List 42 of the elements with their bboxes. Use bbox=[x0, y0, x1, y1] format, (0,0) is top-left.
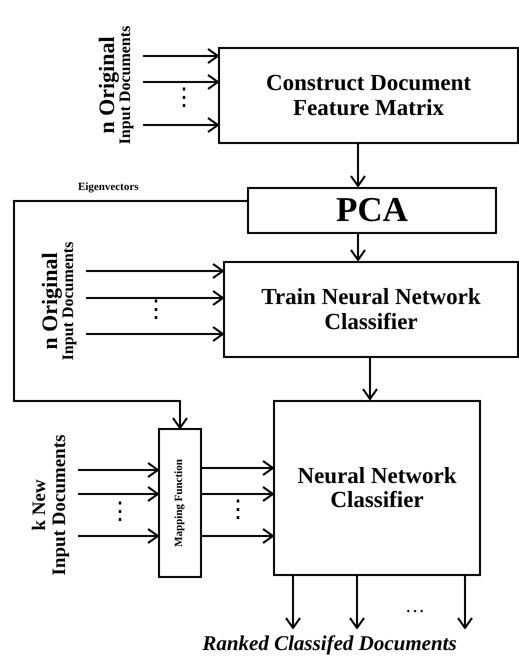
box-label: Construct Document Feature Matrix bbox=[264, 71, 472, 120]
arrow bbox=[143, 48, 219, 64]
input-label: Input Documents bbox=[50, 434, 70, 576]
arrow bbox=[457, 576, 473, 629]
box-label: Neural Network Classifier bbox=[296, 464, 458, 512]
arrow bbox=[350, 144, 366, 187]
process-box bbox=[218, 47, 519, 144]
arrow bbox=[143, 117, 219, 133]
arrow bbox=[362, 358, 378, 400]
arrow bbox=[202, 528, 274, 544]
process-box bbox=[247, 187, 497, 234]
ellipsis: ⋮ bbox=[226, 498, 250, 522]
arrow bbox=[350, 234, 366, 261]
process-box bbox=[158, 428, 202, 578]
process-box bbox=[273, 400, 481, 576]
input-label: n Original bbox=[38, 252, 62, 350]
input-label: k New bbox=[30, 479, 50, 531]
arrow bbox=[86, 263, 224, 279]
arrow bbox=[78, 462, 159, 478]
ellipsis: ⋮ bbox=[108, 500, 132, 524]
ellipsis: … bbox=[405, 596, 425, 616]
arrow bbox=[78, 528, 159, 544]
box-label: PCA bbox=[336, 192, 408, 229]
arrow bbox=[78, 486, 159, 502]
process-box bbox=[223, 261, 519, 358]
edge-label: Eigenvectors bbox=[78, 182, 138, 193]
output-label: Ranked Classifed Documents bbox=[202, 632, 457, 654]
arrow bbox=[285, 576, 301, 629]
input-label: Input Documents bbox=[61, 242, 78, 360]
box-label: Mapping Function bbox=[174, 459, 186, 547]
ellipsis: ⋮ bbox=[172, 86, 196, 110]
box-label: Train Neural Network Classifier bbox=[260, 285, 482, 334]
input-label: n Original bbox=[95, 36, 118, 134]
arrow bbox=[202, 460, 274, 476]
ellipsis: ⋮ bbox=[144, 298, 168, 322]
arrow bbox=[202, 486, 274, 502]
arrow bbox=[86, 290, 224, 306]
arrow bbox=[86, 326, 224, 342]
arrow bbox=[143, 74, 219, 90]
arrow bbox=[349, 576, 365, 629]
input-label: Input Documents bbox=[118, 26, 135, 144]
arrow bbox=[13, 200, 247, 429]
